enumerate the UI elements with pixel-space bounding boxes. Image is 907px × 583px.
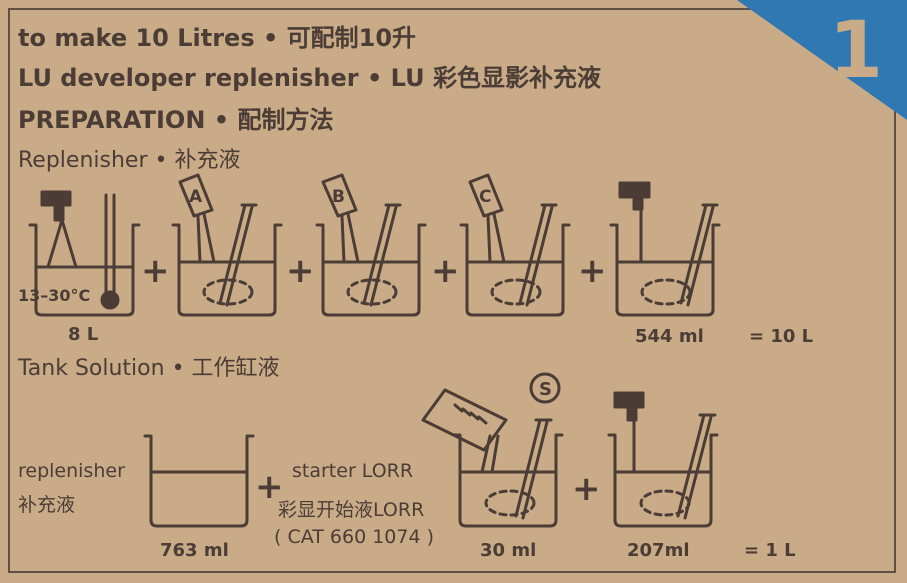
row2-replenisher-cn: 补充液 — [18, 494, 76, 516]
title-line-1: to make 10 Litres • 可配制10升 — [18, 24, 417, 52]
plus-sign: + — [286, 251, 315, 291]
step-corner — [737, 0, 907, 120]
pack-a-label: A — [189, 187, 203, 207]
beaker-row2-2 — [421, 388, 564, 528]
pack-s-circle — [529, 372, 561, 404]
volume-8l: 8 L — [68, 324, 99, 345]
volume-207ml: 207ml — [627, 540, 690, 561]
beaker-5 — [609, 181, 721, 317]
plus-sign: + — [431, 251, 460, 291]
plus-sign: + — [255, 467, 284, 507]
plus-sign: + — [578, 251, 607, 291]
beaker-row2-3 — [607, 391, 719, 528]
result-1l: = 1 L — [744, 540, 796, 561]
step-number: 1 — [828, 6, 883, 96]
beaker-4 — [459, 173, 571, 317]
panel-frame — [8, 8, 896, 573]
temperature-label: 13–30°C — [18, 286, 91, 305]
catalog-number: ( CAT 660 1074 ) — [274, 526, 434, 548]
plus-sign: + — [572, 469, 601, 509]
pack-s-label: S — [539, 379, 552, 400]
beaker-1 — [28, 190, 141, 317]
volume-544ml: 544 ml — [635, 326, 704, 347]
pack-c-label: C — [479, 187, 491, 207]
replenisher-heading: Replenisher • 补充液 — [18, 148, 241, 173]
row2-replenisher-en: replenisher — [18, 460, 125, 482]
starter-cn: 彩显开始液LORR — [278, 499, 425, 521]
beaker-3 — [315, 173, 427, 317]
result-10l: = 10 L — [749, 326, 814, 347]
beaker-row2-1 — [143, 434, 255, 528]
preparation-heading: PREPARATION • 配制方法 — [18, 106, 334, 134]
beaker-2 — [171, 173, 283, 317]
title-line-2: LU developer replenisher • LU 彩色显影补充液 — [18, 64, 601, 92]
tank-solution-heading: Tank Solution • 工作缸液 — [18, 356, 280, 381]
pack-b-label: B — [332, 187, 345, 207]
plus-sign: + — [141, 251, 170, 291]
volume-30ml: 30 ml — [480, 540, 537, 561]
starter-en: starter LORR — [292, 460, 414, 482]
volume-763ml: 763 ml — [160, 540, 229, 561]
